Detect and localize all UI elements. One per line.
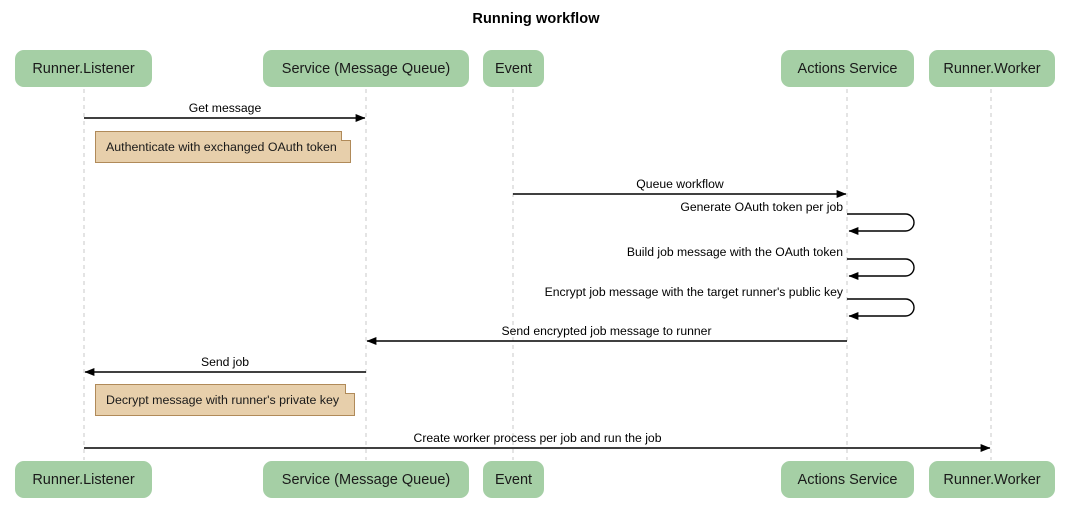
participant-label: Runner.Worker [943,60,1041,77]
note-authenticate[interactable]: Authenticate with exchanged OAuth token [95,131,351,163]
participant-label: Service (Message Queue) [281,471,451,488]
self-message-encrypt-job [847,298,915,320]
participant-runner-worker-top[interactable]: Runner.Worker [929,50,1055,87]
participant-label: Runner.Listener [32,471,135,488]
participant-actions-service-bottom[interactable]: Actions Service [781,461,914,498]
participant-event-top[interactable]: Event [483,50,544,87]
participant-label: Actions Service [797,60,898,77]
note-label: Authenticate with exchanged OAuth token [106,140,337,154]
participant-label: Service (Message Queue) [281,60,451,77]
message-label-encrypt-job: Encrypt job message with the target runn… [544,285,843,299]
participant-runner-listener-bottom[interactable]: Runner.Listener [15,461,152,498]
message-label-build-job-msg: Build job message with the OAuth token [626,245,843,259]
arrows-group [84,114,991,452]
message-label-queue-workflow: Queue workflow [636,177,724,191]
participant-label: Event [494,60,533,77]
note-decrypt[interactable]: Decrypt message with runner's private ke… [95,384,355,416]
participant-runner-listener-top[interactable]: Runner.Listener [15,50,152,87]
participant-event-bottom[interactable]: Event [483,461,544,498]
message-label-create-worker: Create worker process per job and run th… [413,431,662,445]
self-message-generate-token [847,213,915,235]
message-label-get-message: Get message [188,101,262,115]
note-fold-corner-icon [345,384,355,394]
participant-runner-worker-bottom[interactable]: Runner.Worker [929,461,1055,498]
message-label-send-encrypted: Send encrypted job message to runner [501,324,712,338]
participant-label: Event [494,471,533,488]
participant-actions-service-top[interactable]: Actions Service [781,50,914,87]
note-label: Decrypt message with runner's private ke… [106,393,340,407]
participant-label: Runner.Listener [32,60,135,77]
participant-service-mq-top[interactable]: Service (Message Queue) [263,50,469,87]
participant-label: Runner.Worker [943,471,1041,488]
participant-label: Actions Service [797,471,898,488]
participant-service-mq-bottom[interactable]: Service (Message Queue) [263,461,469,498]
self-message-build-job-msg [847,258,915,280]
lifelines-group [83,89,992,460]
message-label-send-job: Send job [200,355,250,369]
note-fold-corner-icon [341,131,351,141]
message-label-generate-token: Generate OAuth token per job [680,200,843,214]
